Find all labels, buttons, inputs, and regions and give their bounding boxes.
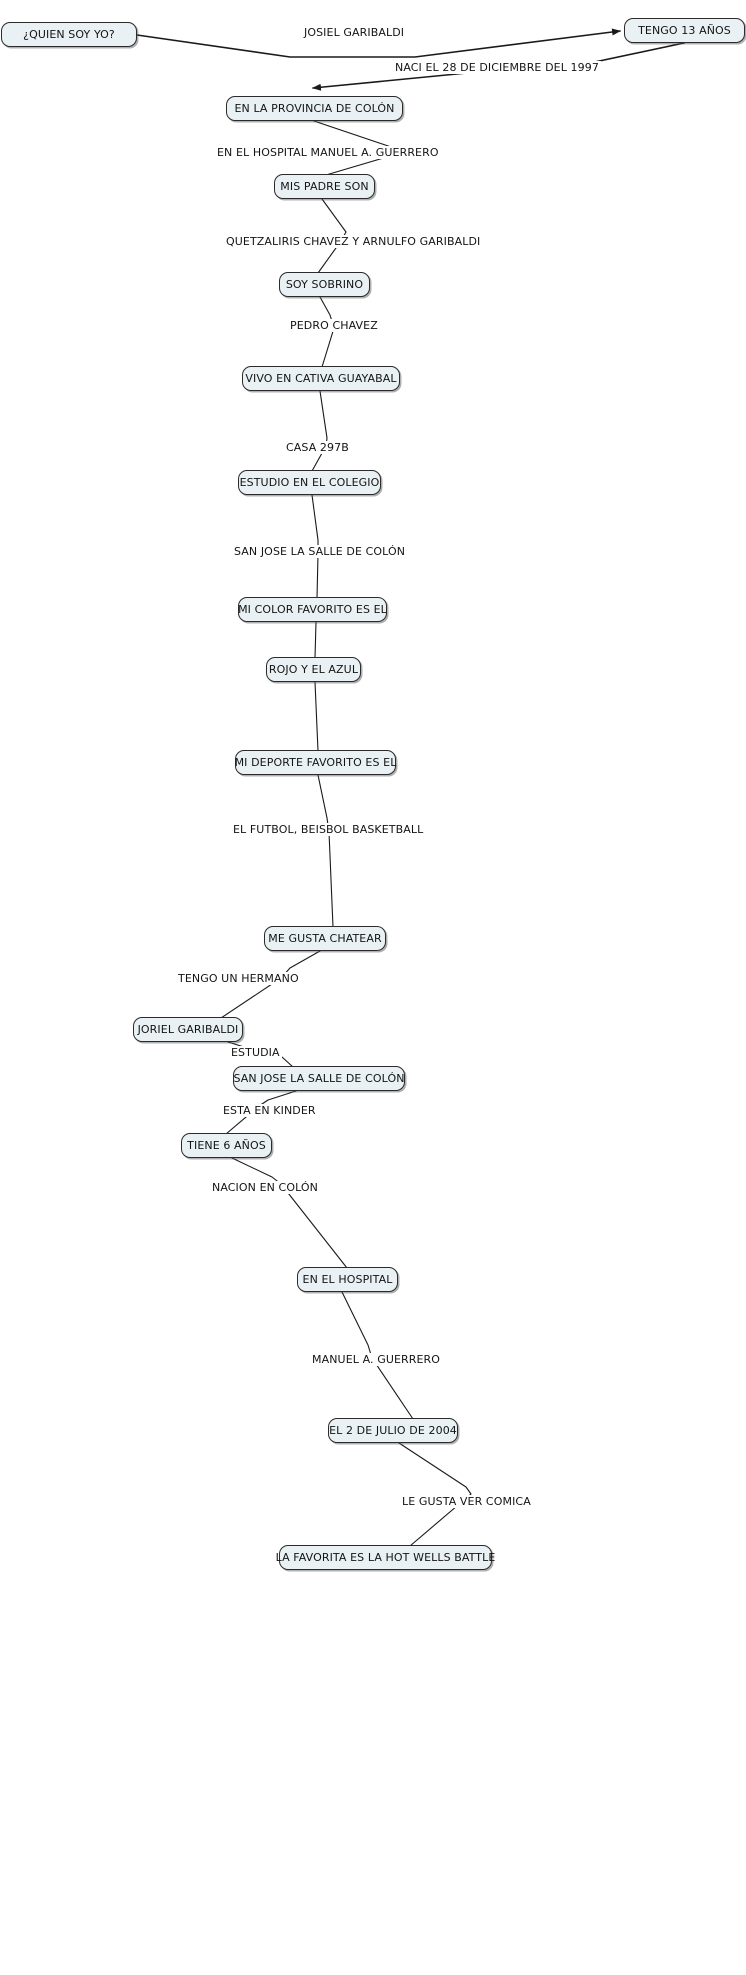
node-label: MI COLOR FAVORITO ES EL	[238, 603, 387, 616]
node-label: SOY SOBRINO	[285, 278, 364, 291]
edges-group	[136, 28, 685, 1547]
edge-label-e7: SAN JOSE LA SALLE DE COLÓN	[232, 545, 408, 558]
node-label: JORIEL GARIBALDI	[137, 1023, 239, 1036]
node-label: SAN JOSE LA SALLE DE COLÓN	[233, 1072, 405, 1085]
node-label: MI DEPORTE FAVORITO ES EL	[234, 756, 397, 769]
edge-n13-n14	[225, 1090, 297, 1135]
edge-label-e4: QUETZALIRIS CHAVEZ Y ARNULFO GARIBALDI	[224, 235, 483, 248]
node-label: ROJO Y EL AZUL	[268, 663, 359, 676]
node-n14[interactable]: TIENE 6 AÑOS	[181, 1133, 272, 1158]
node-n4[interactable]: MIS PADRE SON	[274, 174, 375, 199]
node-label: EN EL HOSPITAL	[302, 1273, 393, 1286]
edge-label-e10: ESTUDIA	[229, 1046, 282, 1059]
node-n15[interactable]: EN EL HOSPITAL	[297, 1267, 398, 1292]
node-n9[interactable]: ROJO Y EL AZUL	[266, 657, 361, 682]
node-n13[interactable]: SAN JOSE LA SALLE DE COLÓN	[233, 1066, 405, 1091]
edge-label-e11: ESTA EN KINDER	[221, 1104, 318, 1117]
node-label: LA FAVORITA ES LA HOT WELLS BATTLE	[275, 1551, 496, 1564]
node-label: EL 2 DE JULIO DE 2004	[329, 1424, 457, 1437]
node-n17[interactable]: LA FAVORITA ES LA HOT WELLS BATTLE	[276, 1545, 495, 1570]
node-n3[interactable]: EN LA PROVINCIA DE COLÓN	[226, 96, 403, 121]
node-n2[interactable]: TENGO 13 AÑOS	[624, 18, 745, 43]
node-label: TIENE 6 AÑOS	[187, 1139, 266, 1152]
edge-label-e3: EN EL HOSPITAL MANUEL A. GUERRERO	[215, 146, 441, 159]
edge-label-e1: JOSIEL GARIBALDI	[302, 26, 407, 39]
node-label: ESTUDIO EN EL COLEGIO	[239, 476, 380, 489]
node-n11[interactable]: ME GUSTA CHATEAR	[264, 926, 386, 951]
edge-label-e9: TENGO UN HERMANO	[176, 972, 301, 985]
node-n6[interactable]: VIVO EN CATIVA GUAYABAL	[242, 366, 400, 391]
edge-n10-n11	[317, 774, 334, 928]
edge-label-e2: NACI EL 28 DE DICIEMBRE DEL 1997	[393, 61, 601, 74]
node-label: EN LA PROVINCIA DE COLÓN	[234, 102, 395, 115]
edge-n14-n15	[231, 1157, 348, 1269]
node-n16[interactable]: EL 2 DE JULIO DE 2004	[328, 1418, 458, 1443]
node-n12[interactable]: JORIEL GARIBALDI	[133, 1017, 243, 1042]
edge-n5-n6	[319, 296, 335, 368]
edge-n6-n7	[311, 390, 328, 472]
edge-n8-n9	[314, 621, 317, 659]
node-n7[interactable]: ESTUDIO EN EL COLEGIO	[238, 470, 381, 495]
node-label: ME GUSTA CHATEAR	[268, 932, 382, 945]
edge-label-e12: NACION EN COLÓN	[210, 1181, 321, 1194]
edge-label-e6: CASA 297B	[284, 441, 351, 454]
node-n5[interactable]: SOY SOBRINO	[279, 272, 370, 297]
node-n10[interactable]: MI DEPORTE FAVORITO ES EL	[235, 750, 396, 775]
edge-label-e5: PEDRO CHAVEZ	[288, 319, 380, 332]
node-label: MIS PADRE SON	[280, 180, 369, 193]
node-label: ¿QUIEN SOY YO?	[23, 28, 115, 41]
node-n8[interactable]: MI COLOR FAVORITO ES EL	[238, 597, 387, 622]
edge-n16-n17	[398, 1442, 472, 1547]
node-label: TENGO 13 AÑOS	[638, 24, 731, 37]
edge-label-e14: LE GUSTA VER COMICA	[400, 1495, 533, 1508]
edge-label-e8: EL FUTBOL, BEISBOL BASKETBALL	[231, 823, 426, 836]
edge-label-e13: MANUEL A. GUERRERO	[310, 1353, 443, 1366]
node-label: VIVO EN CATIVA GUAYABAL	[245, 372, 397, 385]
edge-n15-n16	[341, 1291, 414, 1420]
edge-n9-n10	[314, 681, 319, 752]
node-n1[interactable]: ¿QUIEN SOY YO?	[1, 22, 137, 47]
edge-n1-n2	[136, 28, 621, 58]
